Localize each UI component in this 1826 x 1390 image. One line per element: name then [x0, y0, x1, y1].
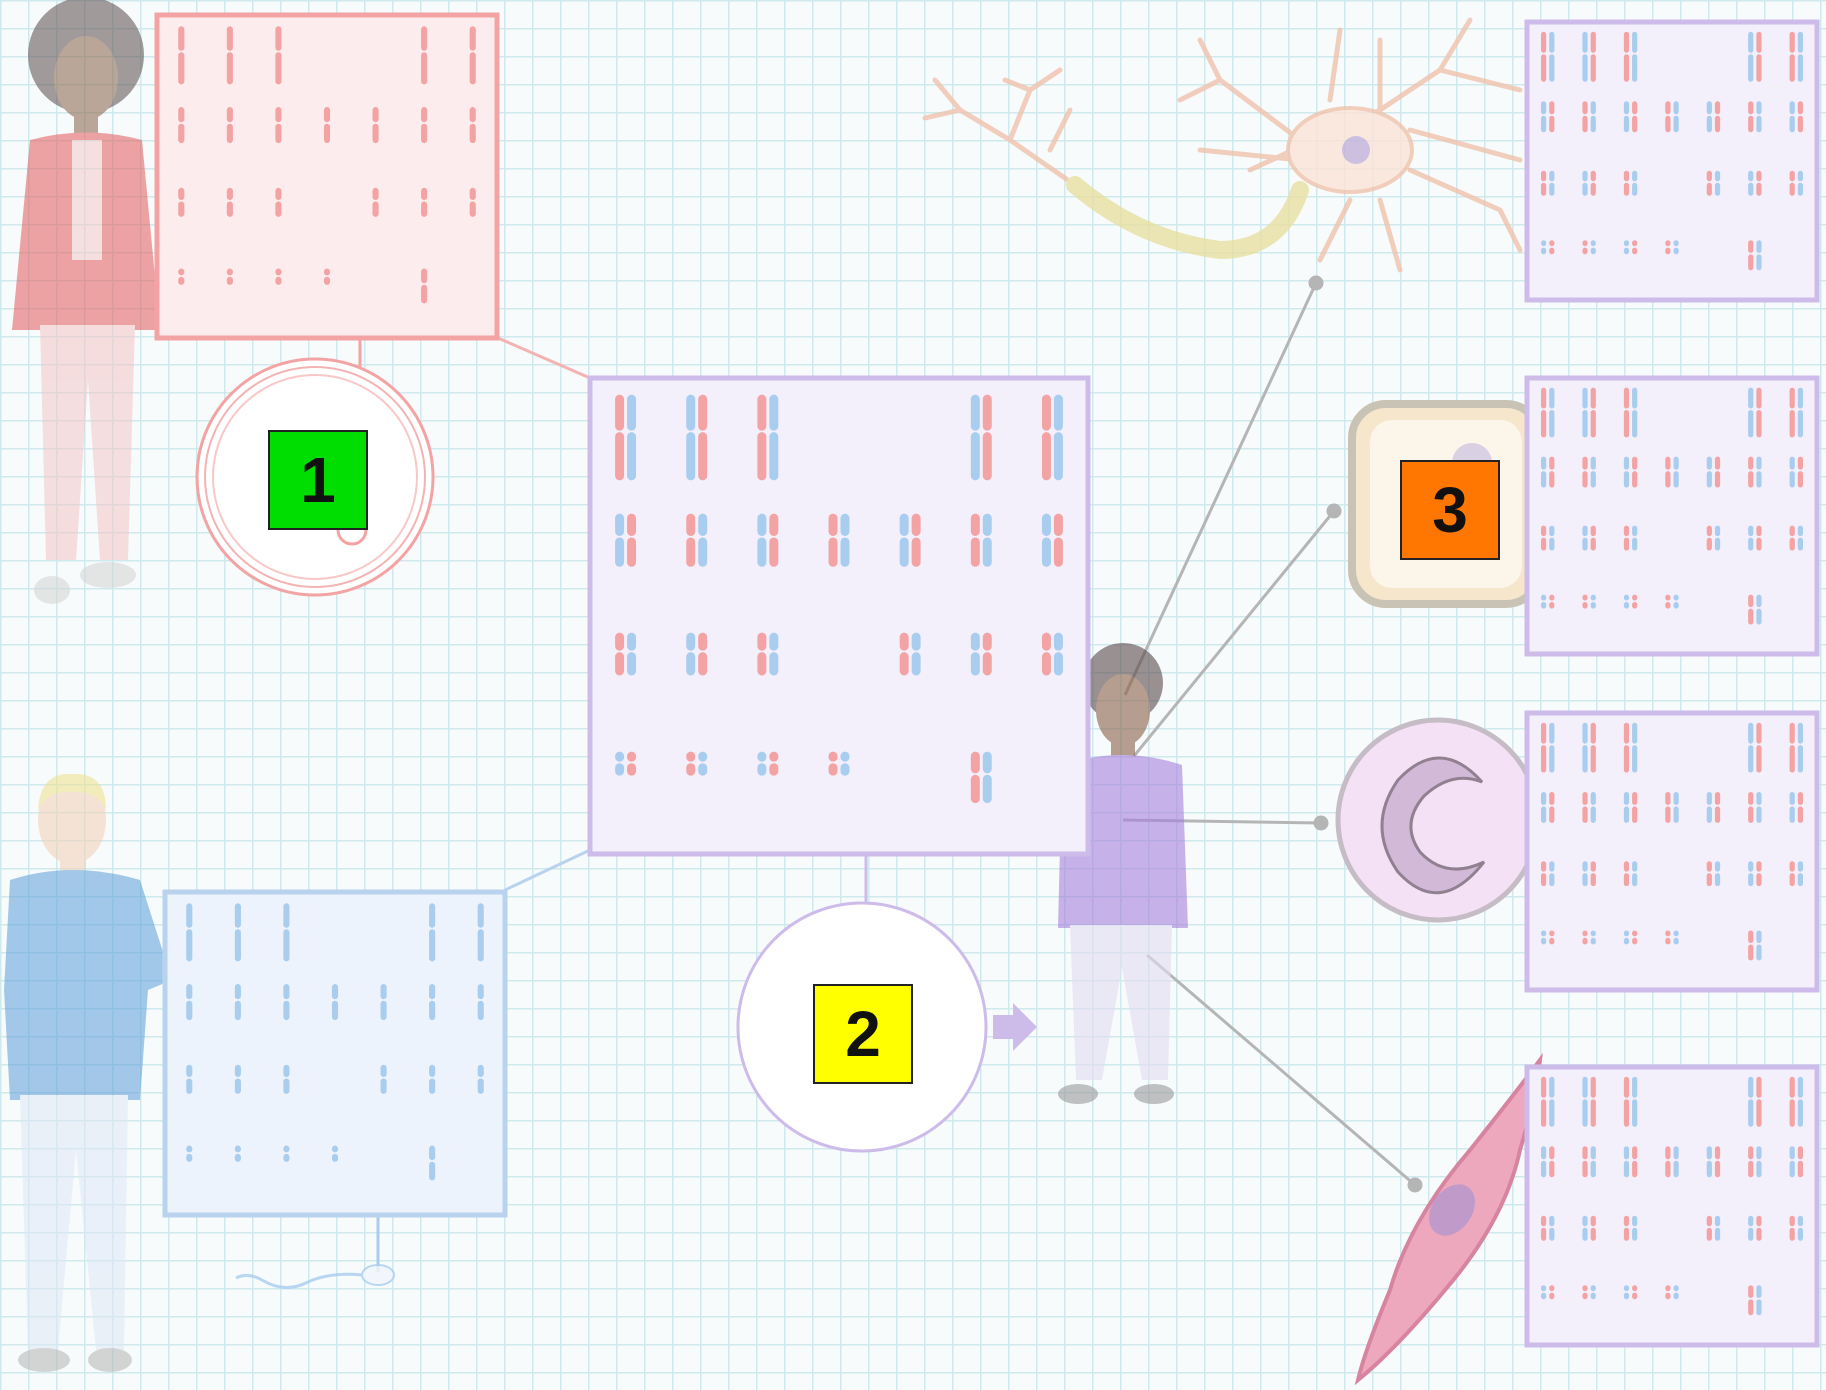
- mother-karyotype: [157, 15, 497, 338]
- child-karyotype: [590, 378, 1088, 854]
- neuron-karyotype: [1527, 22, 1817, 300]
- neuron: [925, 20, 1520, 270]
- epithelial-karyotype: [1527, 378, 1817, 654]
- father-karyotype: [165, 892, 505, 1215]
- step-marker-3-label: 3: [1432, 473, 1468, 547]
- next-arrow-icon: [993, 1003, 1037, 1051]
- step-marker-2-label: 2: [845, 997, 881, 1071]
- muscle-karyotype: [1527, 1067, 1817, 1345]
- father-figure: [4, 774, 172, 1372]
- step-marker-1-label: 1: [300, 443, 336, 517]
- step-marker-1[interactable]: 1: [268, 430, 368, 530]
- step-marker-3[interactable]: 3: [1400, 460, 1500, 560]
- muscle-cell: [1358, 1060, 1540, 1380]
- sperm-cell: [236, 1265, 394, 1288]
- step-marker-2[interactable]: 2: [813, 984, 913, 1084]
- blood-cell-karyotype: [1527, 713, 1817, 990]
- blood-cell: [1338, 720, 1538, 920]
- karyotype-panels: [157, 15, 1817, 1345]
- mother-figure: [12, 0, 160, 604]
